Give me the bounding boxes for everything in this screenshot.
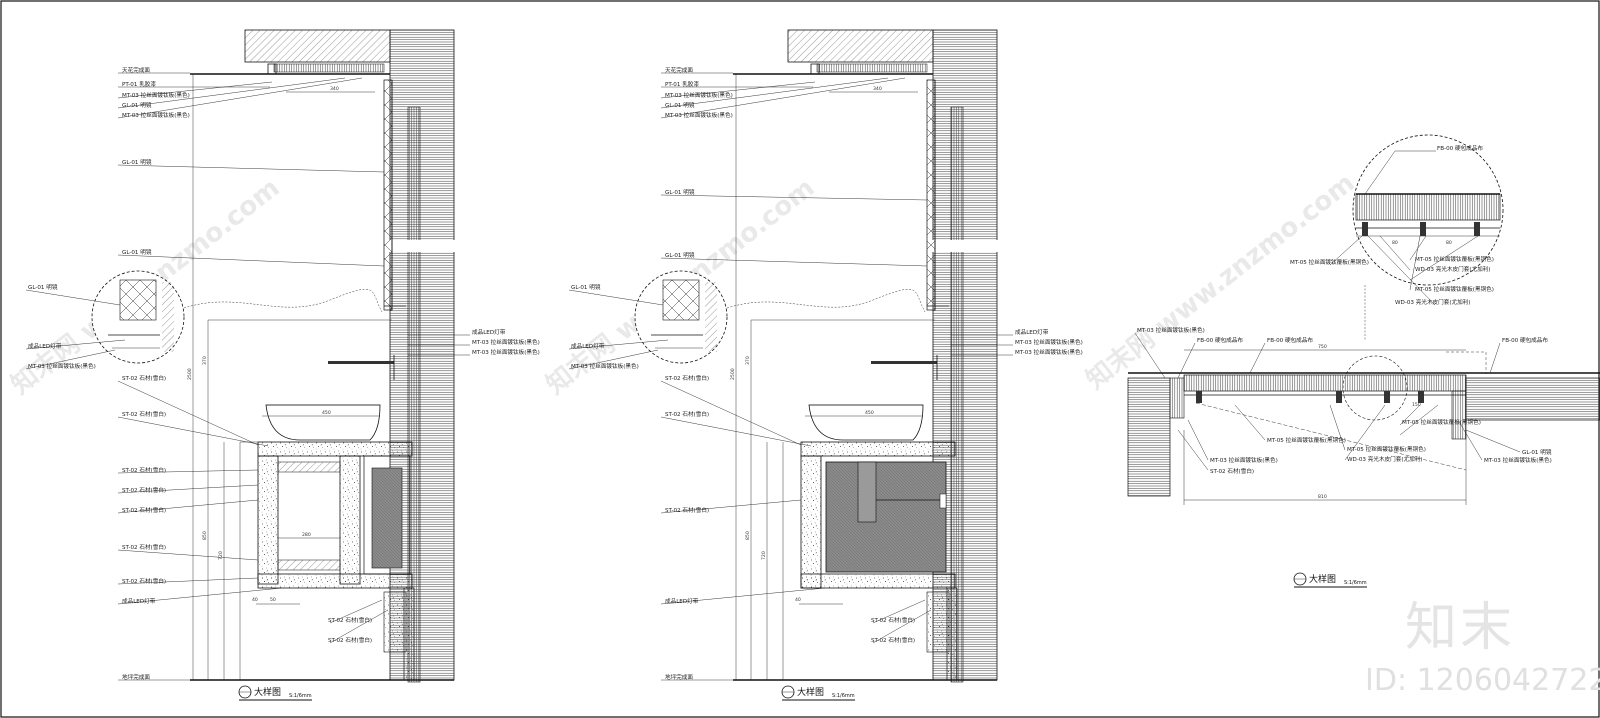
drawing-scale-3: S:1/6mm — [1344, 580, 1367, 586]
dim-40-b: 40 — [795, 597, 801, 603]
label-detail-led-b: 成品LED灯带 — [571, 342, 605, 350]
label-plan-copper-1: MT-05 拉丝面镀钛覆板(黑铜色) — [1267, 436, 1346, 444]
label-floor-finish-b: 地坪完成面 — [665, 673, 693, 681]
label-plan-titanium-1: MT-03 拉丝面镀钛板(黑色) — [1137, 326, 1205, 334]
label-ceiling-finish: 天花完成面 — [122, 66, 150, 74]
detail-drawing-2: 340 450 2500 370 850 720 40 — [568, 29, 1083, 701]
label-mirror: GL-01 明镜 — [122, 101, 152, 109]
label-led-bottom: 成品LED灯带 — [122, 597, 156, 605]
label-mirror-lower-b: GL-01 明镜 — [665, 251, 695, 259]
label-plan-copper-3: MT-05 拉丝面镀钛覆板(黑铜色) — [1402, 418, 1481, 426]
label-right-titanium-2: MT-03 拉丝面镀钛板(黑色) — [472, 348, 540, 356]
label-mirror-b: GL-01 明镜 — [665, 101, 695, 109]
label-floor-finish: 地坪完成面 — [122, 673, 150, 681]
detail-drawing-1: 340 450 280 2500 370 850 720 40 50 — [25, 29, 540, 701]
label-plan-titanium-2: MT-03 拉丝面镀钛板(黑色) — [1210, 456, 1278, 464]
label-titanium-panel-2-b: MT-03 拉丝面镀钛板(黑色) — [665, 111, 733, 119]
watermark-3: 知末网 www.znzmo.com — [1081, 168, 1361, 396]
label-plan-titanium-3: MT-03 拉丝面镀钛板(黑色) — [1484, 456, 1552, 464]
drawing-title-1: 大样图 — [254, 686, 281, 698]
detail-drawing-3: 80 80 750 810 150 — [1127, 134, 1600, 588]
label-titanium-panel-b: MT-03 拉丝面镀钛板(黑色) — [665, 91, 733, 99]
dim-370: 370 — [202, 356, 208, 365]
dim-40: 40 — [252, 597, 258, 603]
label-bottom-stone-1-b: ST-02 石材(雪白) — [871, 616, 915, 624]
ceiling-slab — [244, 29, 391, 63]
id-label: ID: 1206042722 — [1365, 663, 1600, 698]
label-plan-stone: ST-02 石材(雪白) — [1210, 467, 1254, 475]
break-gap — [383, 240, 458, 252]
label-right-titanium-b: MT-03 拉丝面镀钛板(黑色) — [1015, 338, 1083, 346]
dim-720: 720 — [218, 551, 224, 560]
label-detail-titanium-b: MT-03 拉丝面镀钛板(黑色) — [571, 362, 639, 370]
drawing-scale-2: S:1/6mm — [832, 693, 855, 699]
drawing-title-3: 大样图 — [1309, 573, 1336, 585]
label-detail-led: 成品LED灯带 — [28, 342, 62, 350]
label-right-titanium: MT-03 拉丝面镀钛板(黑色) — [472, 338, 540, 346]
label-detail-mirror: GL-01 明镜 — [28, 283, 58, 291]
label-stone-1-b: ST-02 石材(雪白) — [665, 374, 709, 382]
dim-80-circle: 80 — [1392, 240, 1398, 246]
dim-280: 280 — [302, 532, 311, 538]
label-right-titanium-2-b: MT-03 拉丝面镀钛板(黑色) — [1015, 348, 1083, 356]
label-plan-fabric-1: FB-00 硬包成品布 — [1197, 336, 1243, 344]
label-stone-7: ST-02 石材(雪白) — [122, 577, 166, 585]
label-stone-6: ST-02 石材(雪白) — [122, 543, 166, 551]
label-stone-2: ST-02 石材(雪白) — [122, 410, 166, 418]
label-circle-copper-1: MT-05 拉丝面镀钛覆板(黑铜色) — [1290, 258, 1369, 266]
label-circle-wood-1: WD-03 亮光木皮门套(尤加利) — [1415, 265, 1490, 273]
dim-850: 850 — [202, 531, 208, 540]
dim-2500: 2500 — [187, 368, 193, 380]
label-detail-titanium: MT-03 拉丝面镀钛板(黑色) — [28, 362, 96, 370]
dim-340: 340 — [330, 86, 339, 92]
brand-logo-text: 知末 — [1405, 598, 1515, 658]
label-circle-fabric: FB-00 硬包成品布 — [1437, 144, 1483, 152]
label-latex-paint: PT-01 乳胶漆 — [122, 80, 156, 88]
dim-750: 750 — [1318, 344, 1327, 350]
label-titanium-panel-2: MT-03 拉丝面镀钛板(黑色) — [122, 111, 190, 119]
dim-150: 150 — [1412, 402, 1421, 408]
label-mirror-main-b: GL-01 明镜 — [665, 188, 695, 196]
label-mirror-main: GL-01 明镜 — [122, 158, 152, 166]
label-plan-mirror: GL-01 明镜 — [1522, 448, 1552, 456]
drawing-scale-1: S:1/6mm — [289, 693, 312, 699]
dim-2500-b: 2500 — [730, 368, 736, 380]
label-plan-fabric-3: FB-00 硬包成品布 — [1502, 336, 1548, 344]
label-plan-fabric-2: FB-00 硬包成品布 — [1267, 336, 1313, 344]
dim-80-circle-2: 80 — [1446, 240, 1452, 246]
label-stone-2-b: ST-02 石材(雪白) — [665, 410, 709, 418]
label-bottom-stone-2: ST-02 石材(雪白) — [328, 636, 372, 644]
label-bottom-stone-2-b: ST-02 石材(雪白) — [871, 636, 915, 644]
label-stone-4: ST-02 石材(雪白) — [122, 486, 166, 494]
label-titanium-panel: MT-03 拉丝面镀钛板(黑色) — [122, 91, 190, 99]
dim-50: 50 — [270, 597, 276, 603]
label-stone-3: ST-02 石材(雪白) — [122, 466, 166, 474]
label-circle-copper-2: MT-05 拉丝面镀钛覆板(黑铜色) — [1415, 255, 1494, 263]
label-stone-5: ST-02 石材(雪白) — [122, 506, 166, 514]
dim-450-b: 450 — [865, 410, 874, 416]
label-circle-wood-2: WD-03 亮光木皮门套(尤加利) — [1395, 298, 1470, 306]
label-detail-mirror-b: GL-01 明镜 — [571, 283, 601, 291]
label-stone-1: ST-02 石材(雪白) — [122, 374, 166, 382]
label-plan-copper-2: MT-05 拉丝面镀钛覆板(黑铜色) — [1347, 445, 1426, 453]
label-circle-copper-3: MT-05 拉丝面镀钛覆板(黑铜色) — [1415, 285, 1494, 293]
label-bottom-stone-1: ST-02 石材(雪白) — [328, 616, 372, 624]
label-ceiling-finish-b: 天花完成面 — [665, 66, 693, 74]
label-led-bottom-b: 成品LED灯带 — [665, 597, 699, 605]
dim-370-b: 370 — [745, 356, 751, 365]
label-plan-wood: WD-03 亮光木皮门套(尤加利) — [1347, 455, 1422, 463]
label-right-led: 成品LED灯带 — [472, 328, 506, 336]
dim-450: 450 — [322, 410, 331, 416]
dim-850-b: 850 — [745, 531, 751, 540]
label-stone-3-b: ST-02 石材(雪白) — [665, 506, 709, 514]
dim-810: 810 — [1318, 494, 1327, 500]
dim-720-b: 720 — [761, 551, 767, 560]
label-latex-paint-b: PT-01 乳胶漆 — [665, 80, 699, 88]
drawing-title-2: 大样图 — [797, 686, 824, 698]
label-mirror-lower: GL-01 明镜 — [122, 248, 152, 256]
label-right-led-b: 成品LED灯带 — [1015, 328, 1049, 336]
dim-340-b: 340 — [873, 86, 882, 92]
